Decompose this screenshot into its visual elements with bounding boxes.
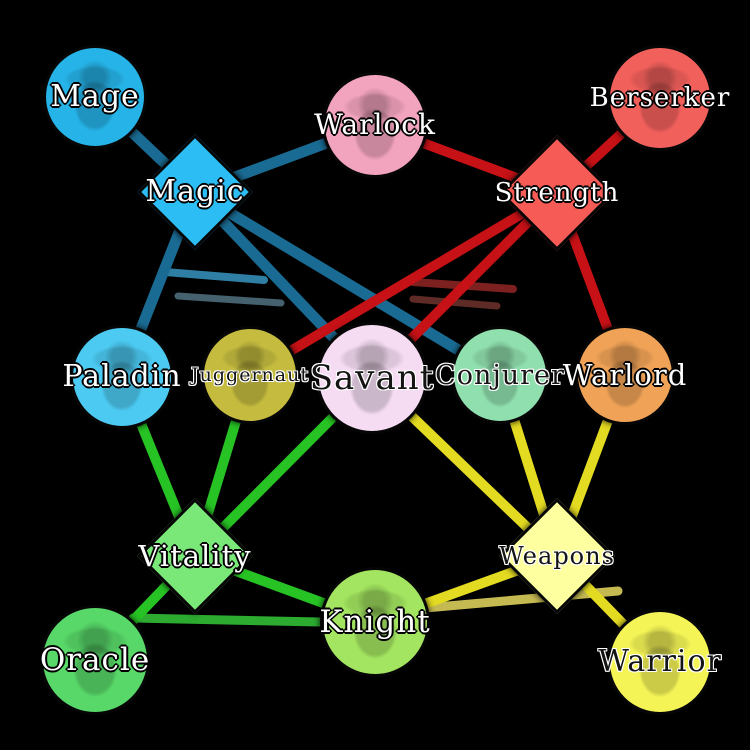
node-label-warlock: Warlock: [314, 108, 436, 141]
artifact-segment: [128, 613, 325, 627]
node-label-magic: Magic: [145, 174, 245, 209]
oracle-circle-shape: [40, 605, 150, 715]
oracle-emblem-art: [47, 612, 143, 708]
berserker-circle-shape: [607, 45, 713, 151]
node-label-vitality: Vitality: [138, 538, 252, 573]
warlord-circle-shape: [575, 325, 675, 425]
node-mage[interactable]: Mage: [43, 45, 147, 149]
warlord-emblem-art: [582, 332, 668, 418]
node-knight[interactable]: Knight: [319, 567, 431, 677]
node-label-knight: Knight: [319, 603, 431, 640]
node-savant[interactable]: Savant: [310, 322, 433, 434]
edge-magic-conjurer: [189, 186, 506, 381]
node-warlord[interactable]: Warlord: [563, 325, 686, 425]
node-warlock[interactable]: Warlock: [314, 72, 435, 178]
node-label-berserker: Berserker: [589, 83, 731, 113]
node-label-juggernaut: Juggernaut: [191, 363, 309, 386]
warlock-emblem-art: [329, 79, 421, 171]
node-label-warrior: Warrior: [598, 644, 722, 679]
node-magic[interactable]: Magic: [137, 134, 253, 250]
juggernaut-emblem-art: [207, 332, 293, 418]
node-label-savant: Savant: [309, 358, 435, 398]
node-label-weapons: Weapons: [499, 542, 615, 570]
warrior-emblem-art: [614, 616, 706, 708]
paladin-circle-shape: [70, 325, 174, 429]
artifact-segment: [174, 292, 285, 307]
knight-circle-shape: [320, 567, 430, 677]
node-weapons[interactable]: Weapons: [499, 498, 615, 614]
node-vitality[interactable]: Vitality: [137, 498, 253, 614]
node-label-paladin: Paladin: [62, 359, 182, 394]
conjurer-circle-shape: [451, 326, 549, 424]
savant-circle-shape: [316, 322, 428, 434]
edge-strength-juggernaut: [245, 188, 562, 380]
artifact-segment: [420, 586, 623, 613]
node-label-warlord: Warlord: [562, 357, 688, 392]
node-berserker[interactable]: Berserker: [590, 45, 729, 151]
node-oracle[interactable]: Oracle: [40, 605, 150, 715]
node-label-mage: Mage: [50, 79, 140, 114]
warlock-circle-shape: [322, 72, 428, 178]
node-label-conjurer: Conjurer: [435, 359, 565, 391]
node-conjurer[interactable]: Conjurer: [435, 326, 564, 424]
paladin-emblem-art: [77, 332, 167, 422]
node-warrior[interactable]: Warrior: [598, 609, 721, 715]
mage-emblem-art: [50, 52, 140, 142]
artifact-segment: [409, 295, 501, 310]
node-juggernaut[interactable]: Juggernaut: [191, 326, 308, 424]
berserker-emblem-art: [614, 52, 706, 144]
juggernaut-circle-shape: [201, 326, 299, 424]
node-strength[interactable]: Strength: [495, 135, 618, 251]
artifact-segment: [161, 268, 268, 284]
savant-emblem-art: [323, 329, 421, 427]
node-paladin[interactable]: Paladin: [62, 325, 181, 429]
knight-emblem-art: [327, 574, 423, 670]
node-label-strength: Strength: [494, 178, 620, 208]
mage-circle-shape: [43, 45, 147, 149]
node-label-oracle: Oracle: [39, 641, 151, 678]
conjurer-emblem-art: [457, 332, 543, 418]
warrior-circle-shape: [607, 609, 713, 715]
